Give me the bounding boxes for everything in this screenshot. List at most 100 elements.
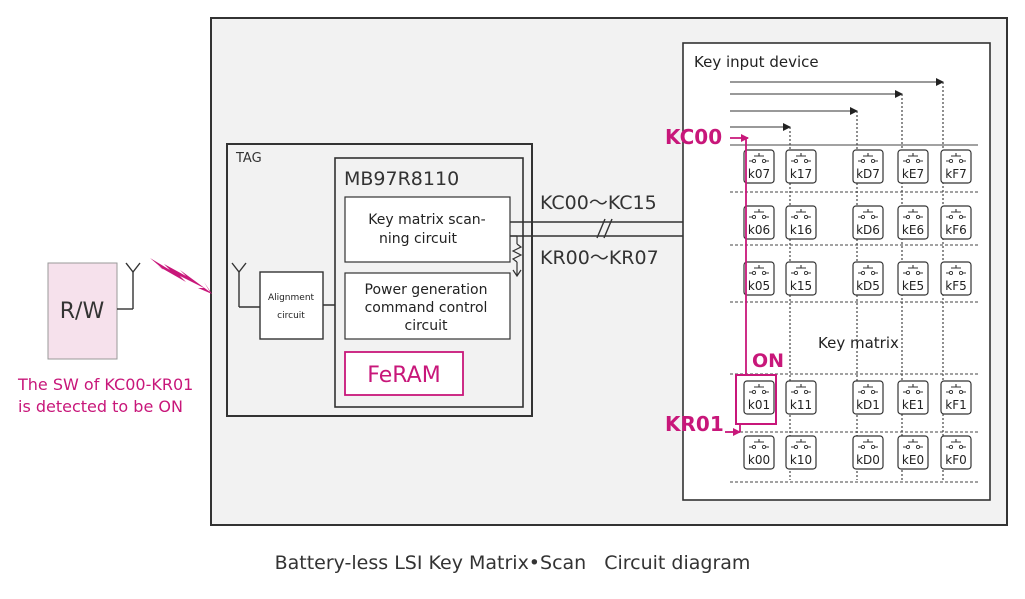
switch-contact (803, 270, 809, 276)
switch-contact (793, 389, 799, 395)
switch-contact (958, 270, 964, 276)
tag-antenna-icon (231, 262, 260, 308)
switch-icon (858, 384, 878, 393)
pressed-key-highlight (735, 374, 777, 425)
key-kF6: kF6 (940, 205, 972, 240)
switch-contact (751, 158, 757, 164)
switch-contact (915, 270, 921, 276)
switch-contact (860, 270, 866, 276)
key-label: k05 (748, 279, 770, 293)
switch-icon (791, 209, 811, 218)
key-label: k01 (748, 398, 770, 412)
key-kE7: kE7 (897, 149, 929, 184)
key-label: k17 (790, 167, 812, 181)
switch-contact (948, 389, 954, 395)
switch-icon (946, 439, 966, 448)
key-label: k07 (748, 167, 770, 181)
key-kD1: kD1 (852, 380, 884, 415)
key-k16: k16 (785, 205, 817, 240)
switch-contact (860, 389, 866, 395)
switch-contact (915, 444, 921, 450)
switch-contact (793, 214, 799, 220)
switch-contact (948, 270, 954, 276)
switch-icon (749, 439, 769, 448)
switch-contact (793, 270, 799, 276)
switch-contact (915, 389, 921, 395)
switch-contact (958, 214, 964, 220)
key-label: kE0 (902, 453, 924, 467)
switch-contact (958, 158, 964, 164)
alignment-label-1: Alignment (268, 293, 315, 303)
switch-contact (958, 444, 964, 450)
key-label: kE7 (902, 167, 924, 181)
chip-name: MB97R8110 (344, 168, 459, 190)
switch-contact (915, 214, 921, 220)
key-k17: k17 (785, 149, 817, 184)
switch-contact (803, 444, 809, 450)
caption-part1: Battery-less LSI Key Matrix•Scan (274, 552, 587, 574)
key-label: kF0 (945, 453, 967, 467)
key-label: kF5 (945, 279, 967, 293)
key-k06: k06 (743, 205, 775, 240)
switch-contact (803, 158, 809, 164)
switch-contact (793, 444, 799, 450)
key-input-device-label: Key input device (694, 53, 819, 71)
kc-highlight-label: KC00 (665, 125, 722, 149)
switch-contact (870, 389, 876, 395)
active-path (725, 134, 749, 436)
key-label: k16 (790, 223, 812, 237)
key-label: k06 (748, 223, 770, 237)
key-kD0: kD0 (852, 435, 884, 470)
switch-icon (903, 265, 923, 274)
switch-icon (749, 153, 769, 162)
kr-highlight-label: KR01 (665, 412, 724, 436)
key-matrix-label: Key matrix (818, 334, 899, 352)
switch-contact (860, 158, 866, 164)
switch-contact (870, 214, 876, 220)
key-kD5: kD5 (852, 261, 884, 296)
switch-icon (791, 439, 811, 448)
switch-contact (751, 270, 757, 276)
reader-status-line2: is detected to be ON (18, 397, 183, 416)
switch-icon (903, 384, 923, 393)
switch-icon (946, 153, 966, 162)
switch-contact (905, 389, 911, 395)
switch-contact (905, 444, 911, 450)
switch-contact (803, 214, 809, 220)
switch-contact (905, 158, 911, 164)
key-input-device-box (682, 42, 991, 501)
switch-icon (946, 209, 966, 218)
power-circuit-box (344, 272, 511, 340)
key-k01: k01 (743, 380, 775, 415)
switch-contact (761, 158, 767, 164)
reader-writer: R/W (47, 262, 141, 360)
switch-icon (791, 384, 811, 393)
reader-status-line1: The SW of KC00-KR01 (17, 375, 193, 394)
switch-icon (858, 153, 878, 162)
switch-icon (903, 439, 923, 448)
switch-contact (870, 158, 876, 164)
switch-contact (761, 444, 767, 450)
key-kD7: kD7 (852, 149, 884, 184)
switch-contact (803, 389, 809, 395)
reader-antenna-icon (117, 262, 141, 310)
key-kF7: kF7 (940, 149, 972, 184)
key-scan-circuit-box (344, 196, 511, 263)
key-label: kD1 (856, 398, 880, 412)
reader-label: R/W (60, 299, 105, 324)
key-label: kE1 (902, 398, 924, 412)
key-scan-line2: ning circuit (379, 231, 457, 247)
key-kF1: kF1 (940, 380, 972, 415)
key-label: kF1 (945, 398, 967, 412)
alignment-circuit-box (259, 271, 324, 340)
power-line2: command control (365, 300, 488, 316)
switch-contact (905, 214, 911, 220)
kr-bus-label: KR00～KR07 (540, 247, 659, 269)
switch-contact (948, 444, 954, 450)
key-scan-line1: Key matrix scan- (368, 212, 485, 228)
switch-icon (858, 265, 878, 274)
switch-icon (749, 209, 769, 218)
switch-contact (948, 158, 954, 164)
key-label: k15 (790, 279, 812, 293)
switch-contact (761, 214, 767, 220)
